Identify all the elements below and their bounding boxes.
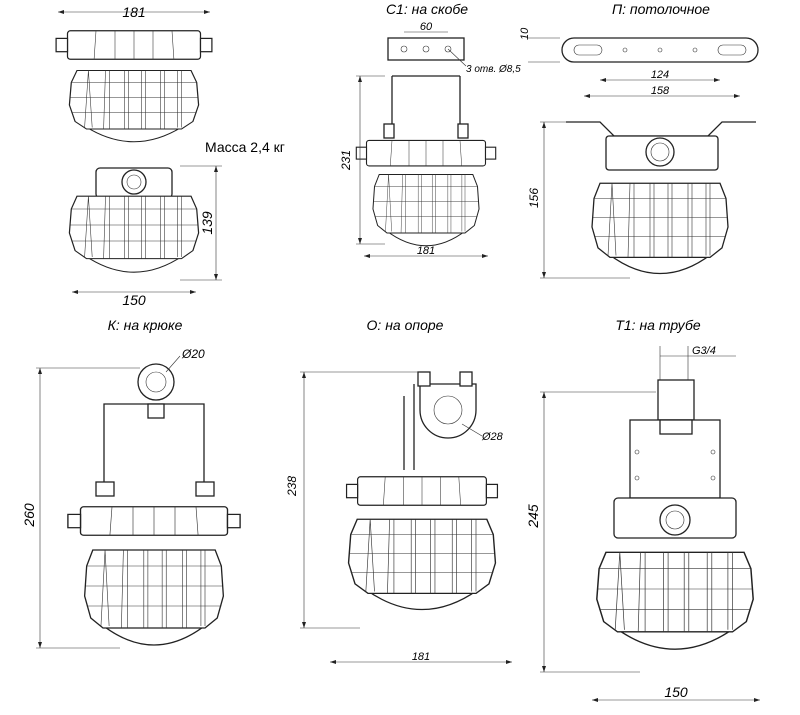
dim-20: Ø20 [181, 347, 205, 361]
dim-150-t1: 150 [664, 684, 688, 700]
dim-139: 139 [199, 211, 215, 235]
mass-label: Масса 2,4 кг [205, 139, 285, 155]
dim-238: 238 [285, 476, 299, 497]
thread-g34: G3/4 [692, 345, 716, 357]
dim-181-c1: 181 [417, 245, 435, 257]
dim-158: 158 [651, 85, 670, 97]
dim-10: 10 [519, 27, 531, 40]
label-p: П: потолочное [612, 1, 710, 17]
dim-150-left: 150 [122, 292, 146, 308]
dim-181-o: 181 [412, 651, 430, 663]
dim-60: 60 [420, 21, 433, 33]
dim-156: 156 [527, 188, 541, 208]
view-top-left: 181 [55, 4, 213, 143]
label-o: О: на опоре [367, 317, 444, 333]
view-t1-pipe: Т1: на трубе G3/4 245 150 [525, 317, 760, 702]
view-c1-bracket: С1: на скобе 60 3 отв. Ø8,5 231 181 [339, 1, 521, 258]
label-c1: С1: на скобе [386, 1, 468, 17]
view-o-support: О: на опоре Ø28 238 181 [285, 317, 512, 664]
dim-231: 231 [339, 150, 353, 171]
view-left-middle: 139 150 [68, 165, 222, 308]
view-k-hook: К: на крюке Ø20 260 [21, 317, 241, 649]
label-t1: Т1: на трубе [615, 317, 701, 333]
label-k: К: на крюке [108, 317, 183, 333]
dim-28: Ø28 [481, 431, 504, 443]
dim-124: 124 [651, 69, 669, 81]
dim-245: 245 [525, 504, 541, 529]
dim-260: 260 [21, 503, 37, 528]
holes-note: 3 отв. Ø8,5 [466, 64, 521, 75]
view-p-ceiling: П: потолочное 10 124 158 156 [519, 1, 759, 279]
dim-181-top: 181 [122, 4, 145, 20]
